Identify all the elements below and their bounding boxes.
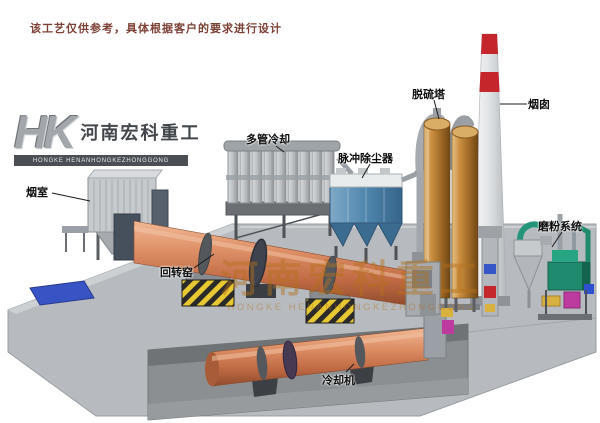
cyclone-cone	[513, 255, 543, 292]
label-smoke-chamber: 烟室	[26, 187, 48, 199]
disclaimer-note: 该工艺仅供参考，具体根据客户的要求进行设计	[30, 23, 282, 35]
cyclone-top	[513, 239, 543, 257]
watermark-en: HONGKE HENANHONGKEZHONGGONG	[227, 302, 476, 313]
cooling-machine	[205, 294, 454, 397]
rotary-kiln	[133, 220, 421, 324]
label-multi-tube-cooler: 多管冷却	[246, 134, 290, 146]
kiln-riding-ring-1	[198, 232, 212, 276]
kiln-pier-2	[305, 298, 355, 324]
chimney-red-band-lower	[479, 72, 500, 92]
company-logo: HK 河南宏科重工 HONGKE HENANHONGKEZHONGGONG	[14, 106, 198, 167]
logo-monogram: HK	[14, 106, 76, 158]
label-cooling-machine: 冷却机	[322, 375, 355, 387]
watermark-cn: 河南宏科重工	[220, 259, 484, 301]
kiln-girth-gear	[248, 238, 268, 288]
logo-company-name: 河南宏科重工	[80, 123, 201, 144]
blue-mat	[29, 280, 95, 306]
kiln-riding-ring-2	[323, 255, 337, 295]
pulse-dust-collector	[329, 166, 423, 264]
multi-tube-cooler	[223, 140, 354, 240]
tower-2	[451, 131, 479, 299]
leader-lines	[51, 99, 563, 373]
kiln-pier-1	[181, 279, 235, 307]
watermark: 河南宏科重工 HONGKE HENANHONGKEZHONGGONG	[220, 259, 484, 313]
label-pulse-dust-collector: 脉冲除尘器	[338, 153, 393, 165]
chimney-red-band-top	[481, 34, 498, 54]
label-grinding-system: 磨粉系统	[538, 221, 582, 233]
label-rotary-kiln: 回转窑	[160, 267, 193, 279]
logo-company-name-en: HONGKE HENANHONGKEZHONGGONG	[14, 155, 188, 167]
grinding-system	[478, 214, 594, 320]
label-desulfurization-tower: 脱硫塔	[412, 89, 445, 101]
label-chimney: 烟囱	[528, 99, 550, 111]
